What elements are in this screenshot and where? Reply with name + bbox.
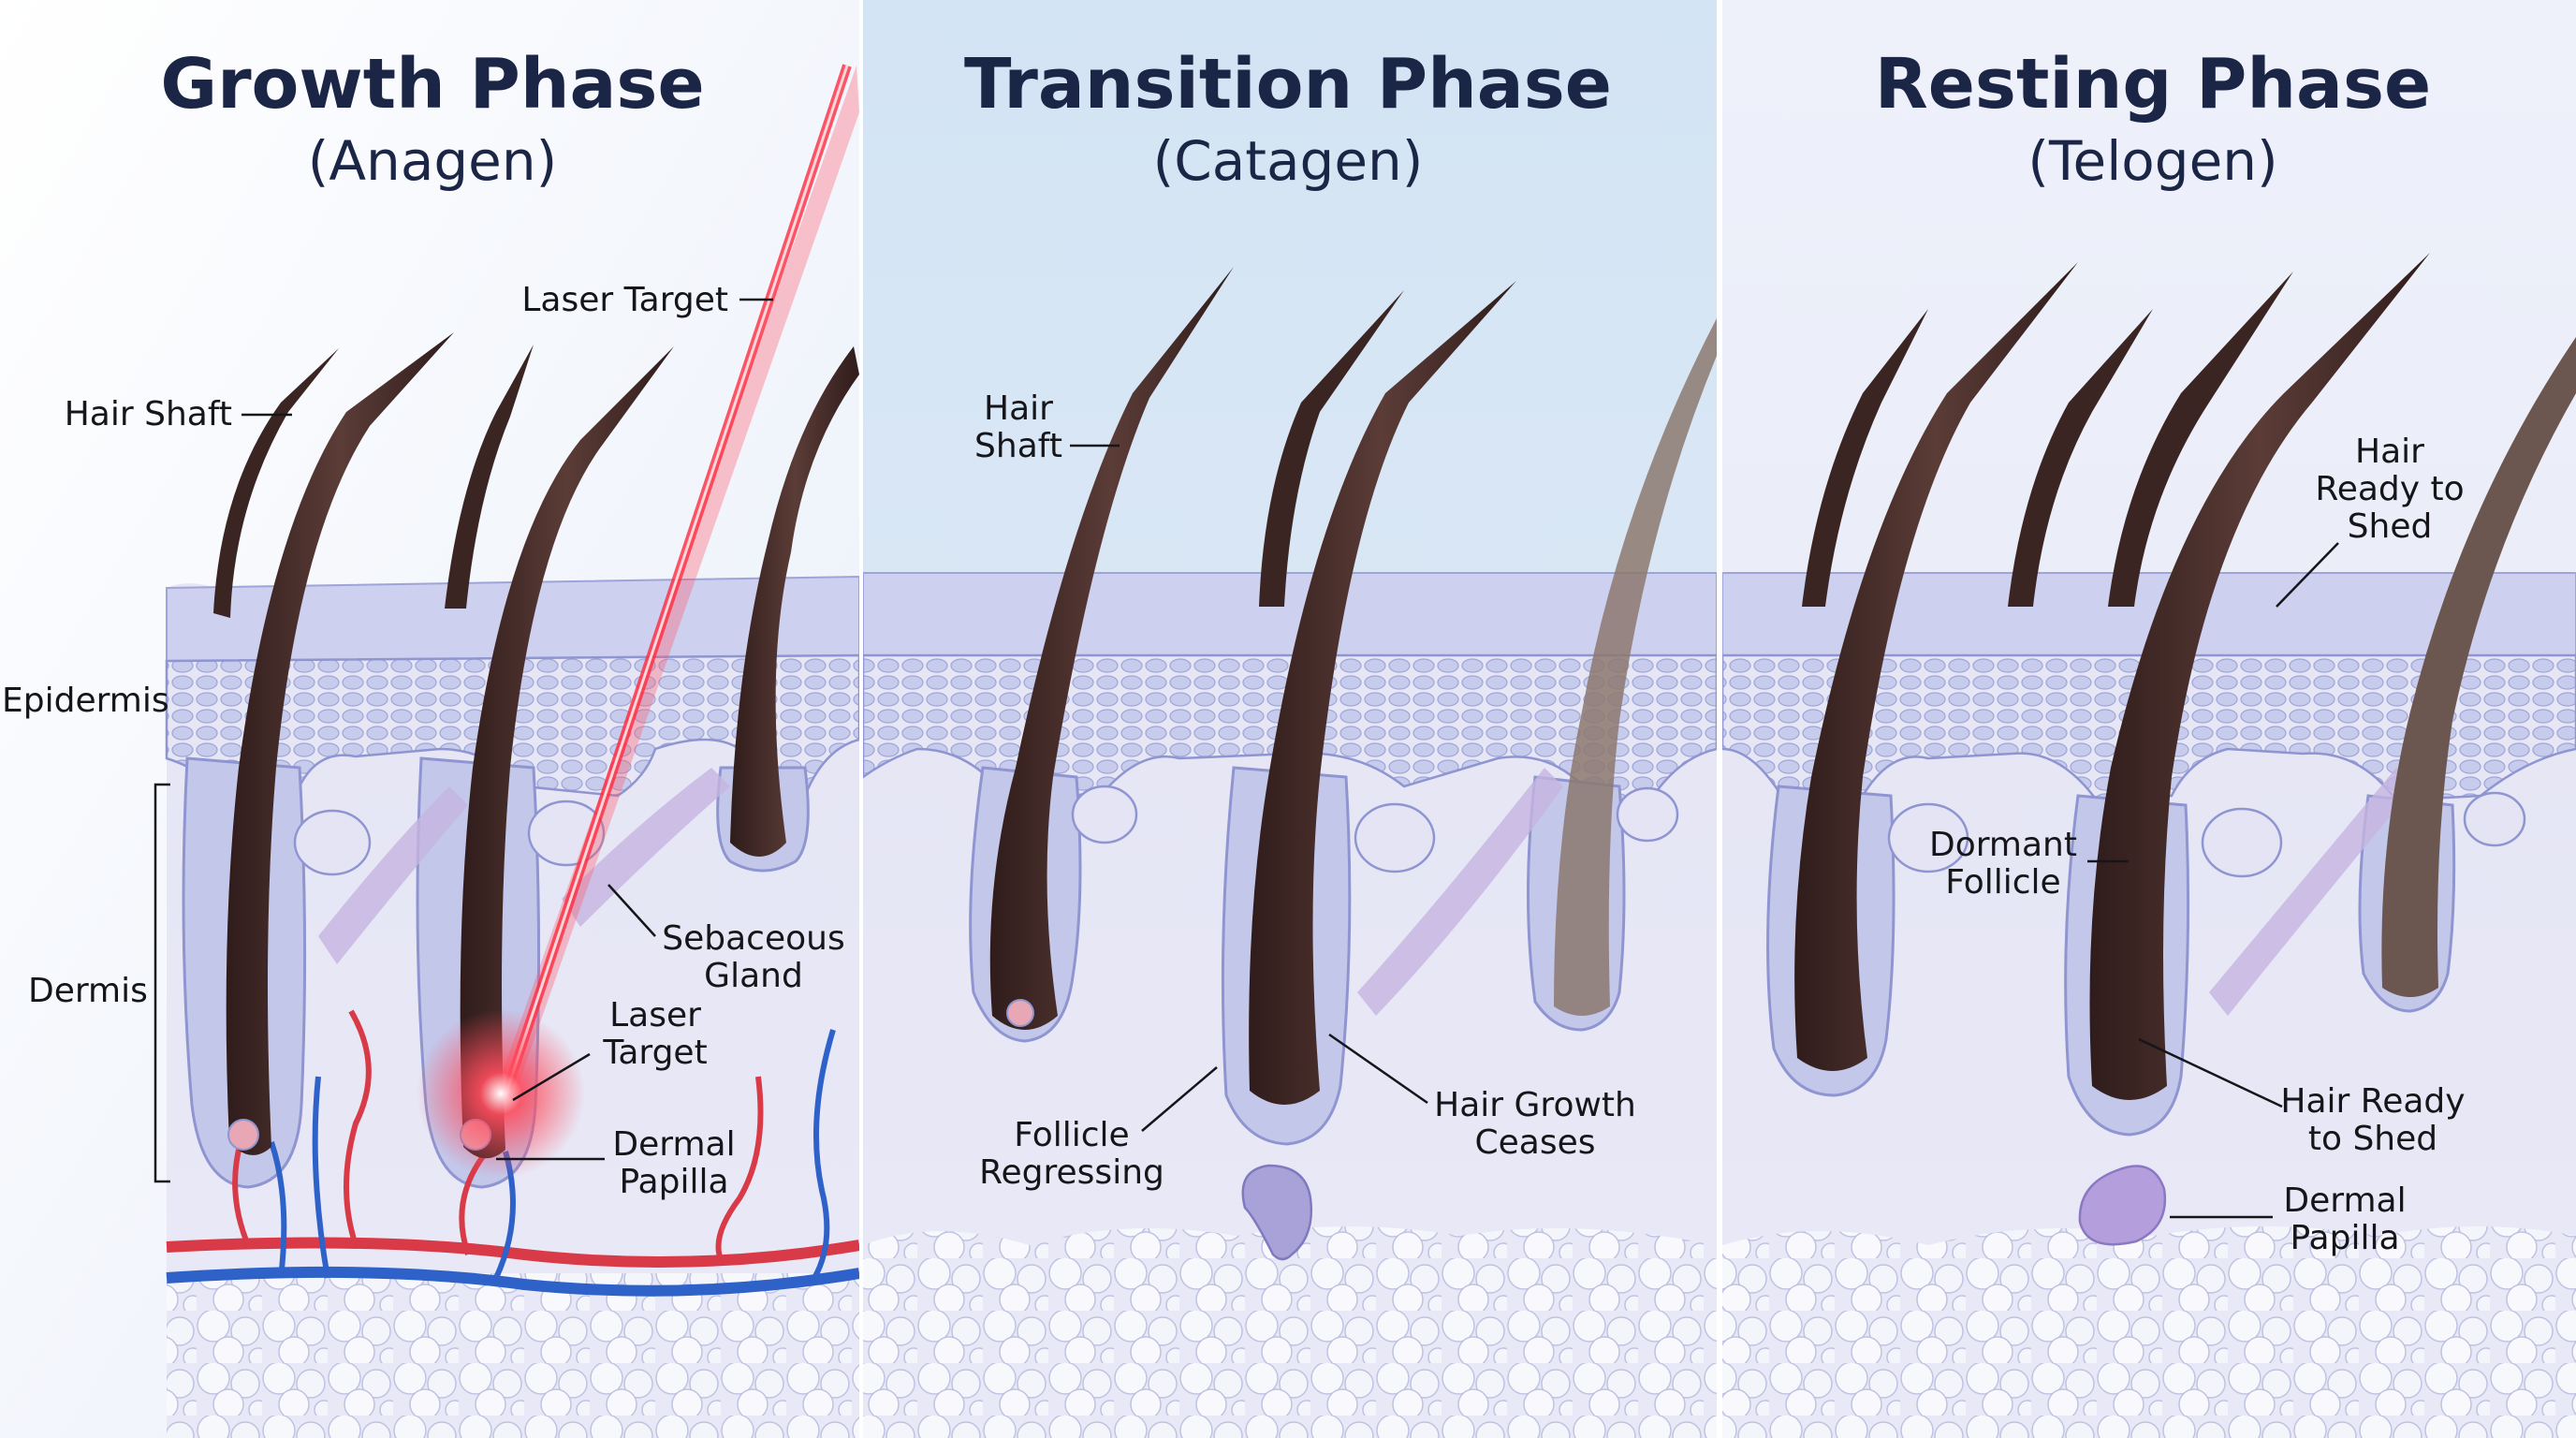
- sebaceous-gland: [1887, 802, 1969, 873]
- hairs: [1794, 253, 2576, 1100]
- arrector-pili-muscle: [562, 768, 730, 927]
- dermal-papilla: [2078, 1165, 2167, 1246]
- laser-target-glow: [417, 1009, 585, 1178]
- leader-line: [1328, 1033, 1428, 1105]
- label-dermal-papilla-2: Papilla: [619, 1163, 728, 1201]
- label-hair-shaft-1: Hair: [984, 389, 1053, 428]
- arrector-pili-muscle: [2209, 768, 2415, 1016]
- label-dermal-papilla-2: Papilla: [2290, 1219, 2399, 1257]
- dermis-bracket: [154, 783, 170, 1183]
- label-dermal-papilla-1: Dermal: [612, 1125, 735, 1164]
- vein: [166, 1266, 859, 1297]
- hair-shaft: [1259, 290, 1404, 607]
- hair-shaft: [1794, 262, 2078, 1071]
- sebaceous-gland: [2201, 807, 2283, 878]
- fat-layer: [167, 1273, 859, 1438]
- label-sebaceous-gland-2: Gland: [704, 957, 803, 995]
- leader-line: [2276, 542, 2339, 608]
- label-hair-ready-1: Hair Ready: [2280, 1082, 2465, 1121]
- hair-shaft: [445, 345, 534, 609]
- stratum-corneum: [1722, 572, 2576, 656]
- panel-divider: [1717, 0, 1722, 1438]
- leader-line: [607, 884, 656, 937]
- label-hair-growth-ceases-1: Hair Growth: [1434, 1086, 1636, 1124]
- label-hair-ready-2: to Shed: [2308, 1120, 2437, 1158]
- hair-shaft: [1554, 318, 1717, 1016]
- stratum-corneum: [863, 572, 1717, 656]
- leader-line: [512, 1052, 591, 1102]
- label-follicle-regressing-1: Follicle: [1014, 1116, 1129, 1154]
- label-hair-ready-top-3: Shed: [2348, 507, 2433, 546]
- label-laser-target-2: Target: [602, 1034, 707, 1072]
- label-laser-target-top: Laser Target: [521, 281, 728, 319]
- panel-title: Growth Phase: [160, 44, 704, 125]
- panel-title: Resting Phase: [1875, 44, 2431, 125]
- arrector-pili-muscle: [318, 786, 468, 964]
- leader-line: [1141, 1066, 1218, 1132]
- hair-shaft: [2381, 337, 2576, 997]
- panel-catagen: Transition Phase (Catagen) Hair Shaft Fo…: [863, 0, 1717, 1438]
- arrector-pili-muscle: [1357, 768, 1563, 1016]
- hair-shaft: [730, 346, 859, 857]
- hair-shaft: [1802, 309, 1928, 607]
- label-follicle-regressing-2: Regressing: [979, 1153, 1164, 1192]
- label-dormant-follicle-2: Follicle: [1945, 863, 2060, 902]
- hair-shaft: [226, 332, 454, 1155]
- sebaceous-gland: [1071, 785, 1138, 844]
- hair-shaft: [2108, 271, 2293, 607]
- panel-telogen-labels: Resting Phase (Telogen) Hair Ready to Sh…: [1875, 44, 2466, 1257]
- label-epidermis: Epidermis: [2, 682, 169, 720]
- label-hair-ready-top-2: Ready to: [2315, 470, 2464, 508]
- artery: [166, 1237, 859, 1268]
- panel-subtitle: (Anagen): [308, 129, 558, 193]
- hairs: [989, 267, 1717, 1105]
- sebaceous-gland: [2463, 791, 2526, 847]
- dermal-papilla: [227, 1119, 259, 1151]
- fat-layer: [863, 1226, 1717, 1438]
- panel-divider: [859, 0, 863, 1438]
- hair-shaft: [213, 348, 339, 618]
- label-hair-shaft-2: Shaft: [974, 427, 1062, 465]
- fat-layer: [1722, 1226, 2576, 1438]
- blood-vessels: [166, 1009, 859, 1297]
- panel-telogen: Resting Phase (Telogen) Hair Ready to Sh…: [1722, 0, 2576, 1438]
- sebaceous-gland: [1354, 802, 1436, 873]
- panel-subtitle: (Telogen): [2027, 129, 2277, 193]
- sebaceous-gland: [1616, 786, 1679, 843]
- hair-shaft: [2008, 309, 2153, 607]
- label-dormant-follicle-1: Dormant: [1929, 826, 2077, 864]
- panel-title: Transition Phase: [964, 44, 1612, 125]
- label-dermal-papilla-1: Dermal: [2283, 1181, 2406, 1220]
- hair-shaft: [2089, 253, 2430, 1100]
- label-hair-growth-ceases-2: Ceases: [1474, 1123, 1595, 1162]
- panel-subtitle: (Catagen): [1153, 129, 1424, 193]
- label-sebaceous-gland-1: Sebaceous: [662, 919, 844, 958]
- dermal-papilla: [1241, 1164, 1312, 1261]
- sebaceous-gland: [293, 809, 372, 876]
- label-laser-target-1: Laser: [609, 996, 701, 1034]
- label-hair-ready-top-1: Hair: [2355, 433, 2424, 471]
- dermal-papilla: [1006, 999, 1034, 1027]
- panel-catagen-labels: Transition Phase (Catagen) Hair Shaft Fo…: [964, 44, 1636, 1192]
- panel-anagen: Growth Phase (Anagen) Laser Target Hair …: [0, 0, 859, 1438]
- label-hair-shaft: Hair Shaft: [65, 395, 232, 433]
- hair-shaft: [1249, 281, 1516, 1105]
- hair-shaft: [989, 267, 1234, 1030]
- panel-anagen-labels: Growth Phase (Anagen) Laser Target Hair …: [2, 44, 845, 1201]
- leader-line: [2138, 1037, 2283, 1108]
- label-dermis: Dermis: [28, 972, 148, 1010]
- laser-beam: [417, 64, 859, 1178]
